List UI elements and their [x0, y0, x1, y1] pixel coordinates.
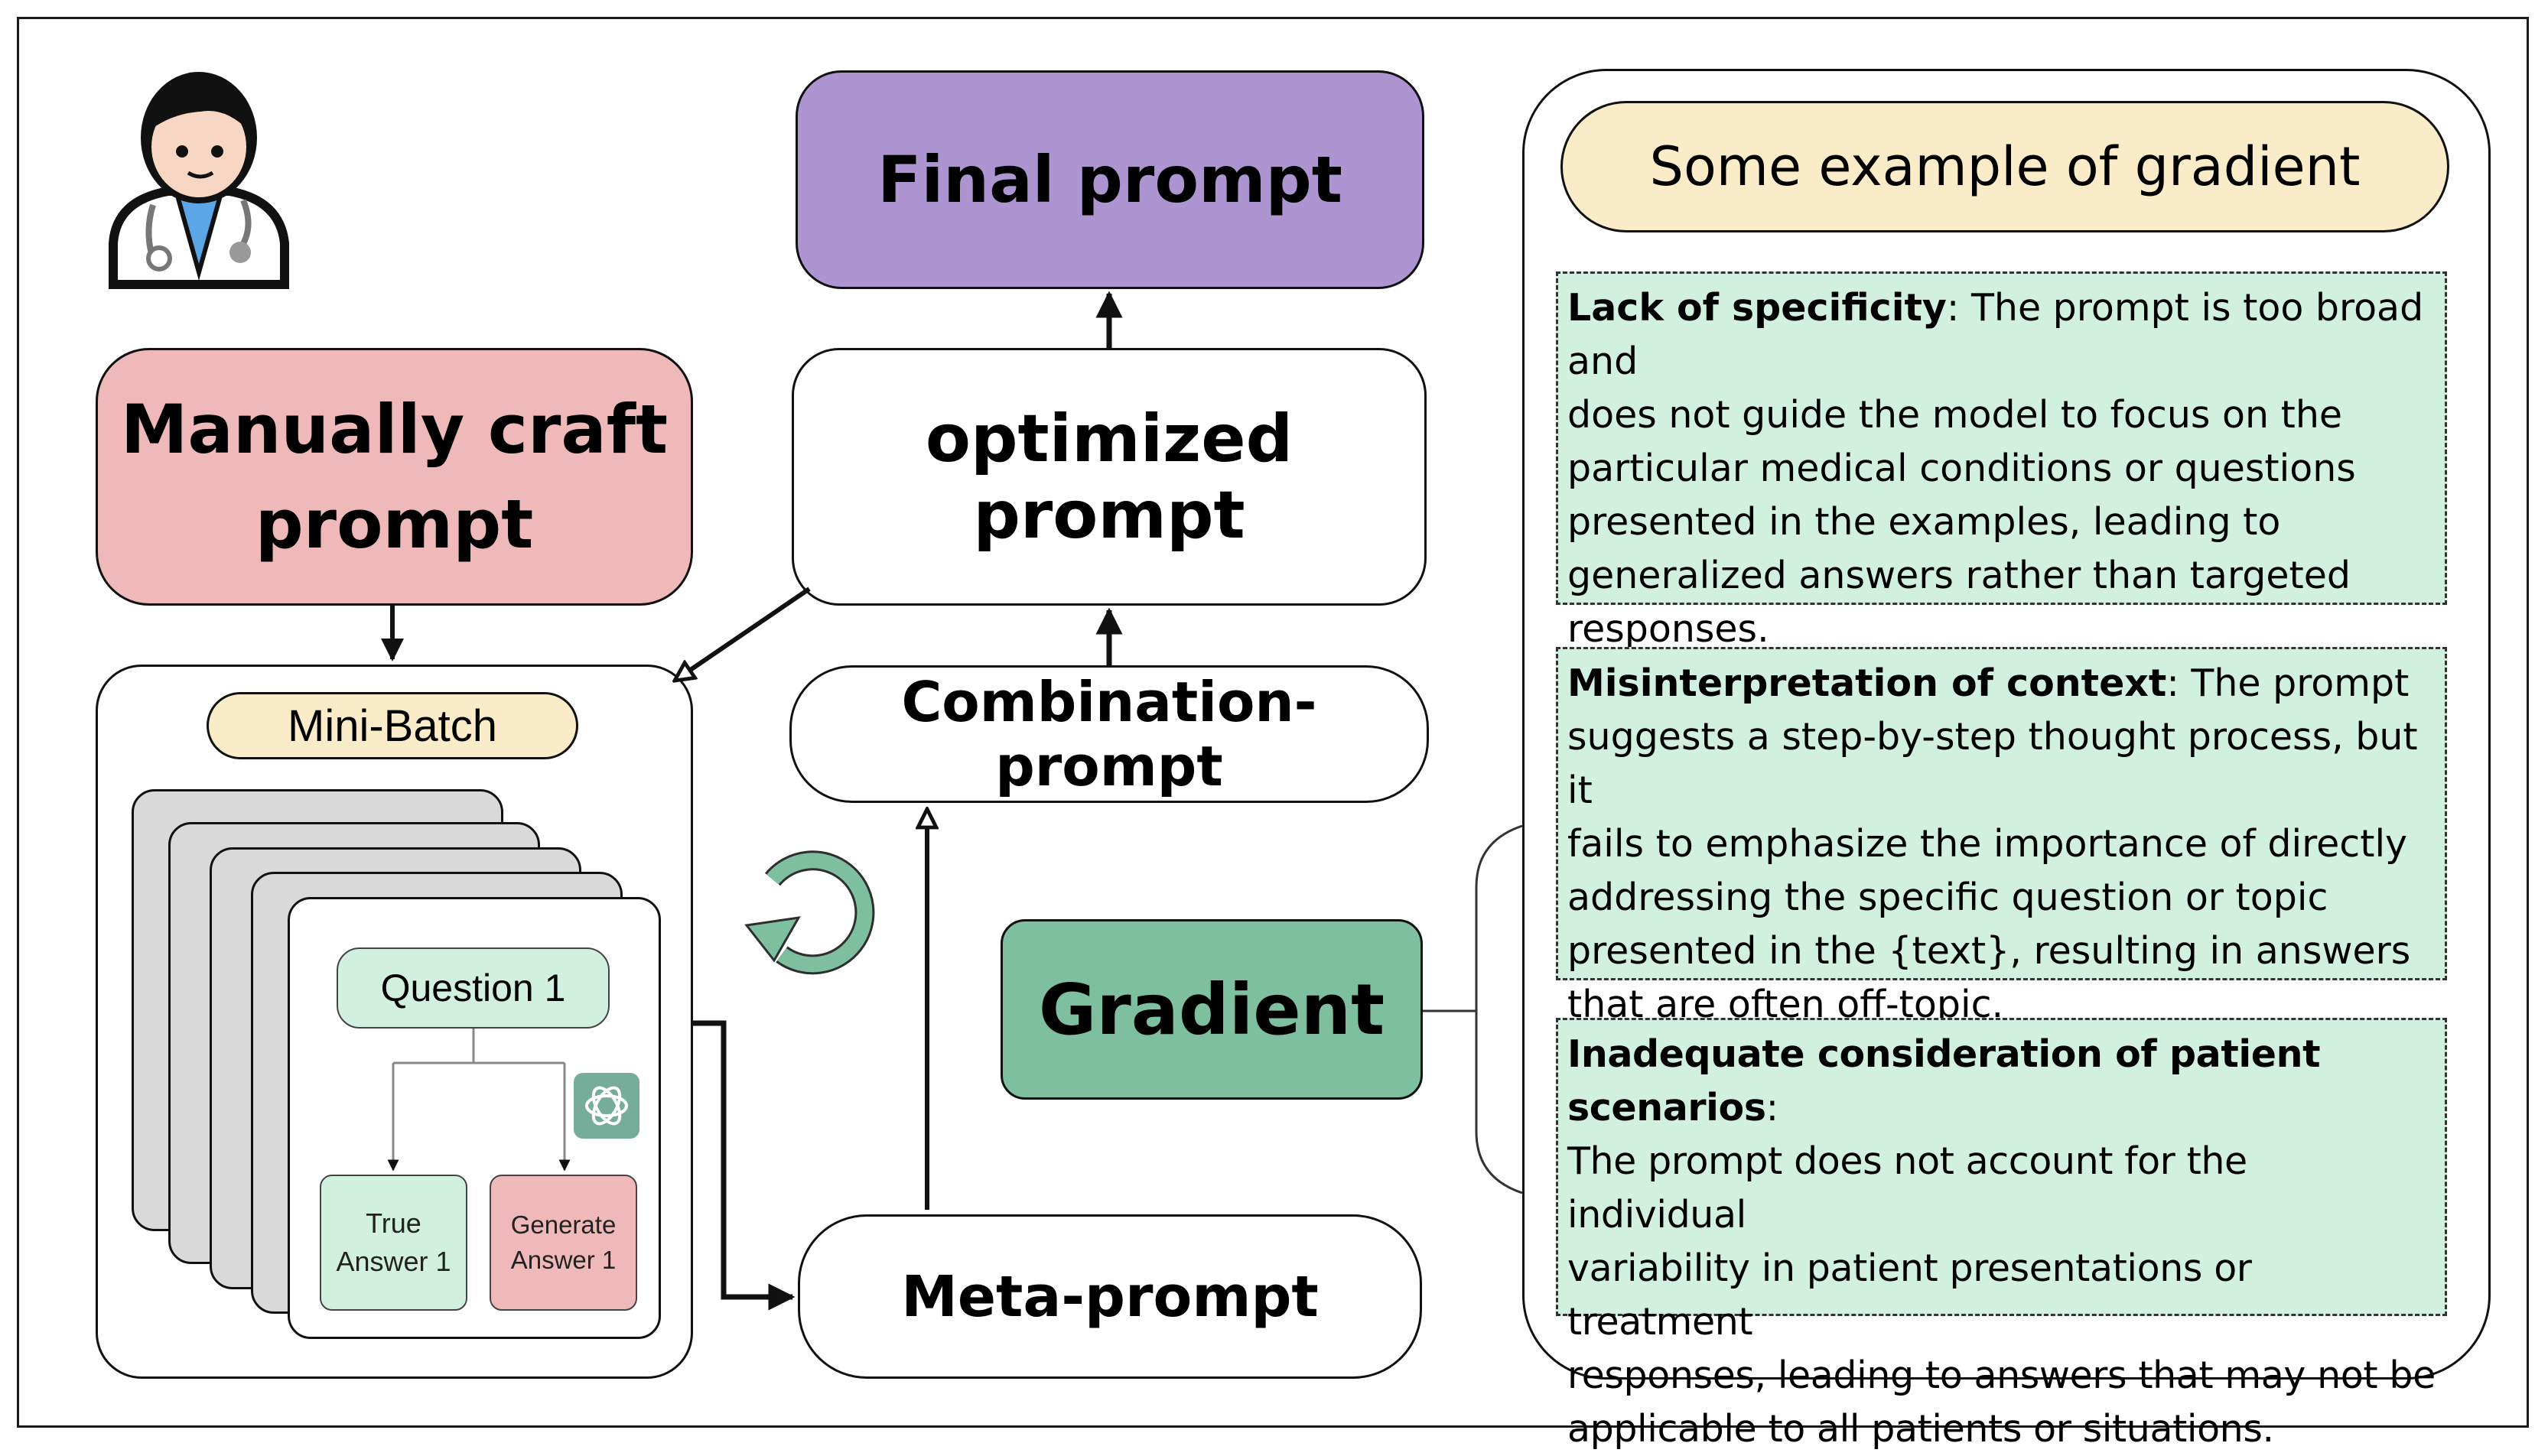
generate-answer-line2: Answer 1 [510, 1246, 617, 1274]
gradient-example-2: Misinterpretation of context: The prompt… [1556, 647, 2447, 1026]
meta-prompt-node: Meta-prompt [798, 1214, 1422, 1379]
final-prompt-label: Final prompt [877, 142, 1342, 217]
example-3-term: Inadequate consideration of patient scen… [1567, 1032, 2321, 1129]
doctor-icon [109, 72, 289, 289]
gradient-label: Gradient [1038, 968, 1385, 1051]
gradient-example-1: Lack of specificity: The prompt is too b… [1556, 271, 2447, 651]
generate-answer-line1: Generate [510, 1210, 617, 1239]
examples-title-box: Some example of gradient [1560, 101, 2449, 232]
true-answer-line2: Answer 1 [336, 1246, 451, 1277]
example-1-line: particular medical conditions or questio… [1567, 447, 2356, 490]
true-answer-line1: True [366, 1207, 421, 1239]
mini-batch-label: Mini-Batch [207, 692, 578, 759]
optimized-prompt-node: optimized prompt [792, 348, 1427, 606]
manual-prompt-node: Manually craft prompt [96, 348, 693, 606]
example-1-line: presented in the examples, leading to [1567, 500, 2281, 544]
example-3-line: variability in patient presentations or … [1567, 1246, 2252, 1344]
example-3-line: The prompt does not account for the indi… [1567, 1139, 2247, 1237]
true-answer-box: True Answer 1 [320, 1175, 467, 1311]
question-box: Question 1 [337, 947, 610, 1029]
combination-prompt-label: Combination-prompt [901, 670, 1317, 798]
example-3-line: responses, leading to answers that may n… [1567, 1354, 2436, 1397]
example-2-term: Misinterpretation of context [1567, 661, 2167, 705]
figure-frame [17, 17, 2529, 1428]
manual-prompt-label-line1: Manually craft [120, 390, 669, 470]
optimized-prompt-label: optimized prompt [925, 400, 1294, 554]
example-2-line: suggests a step-by-step thought process,… [1567, 715, 2418, 812]
example-2-line: addressing the specific question or topi… [1567, 876, 2328, 919]
example-1-line: does not guide the model to focus on the [1567, 393, 2343, 437]
example-1-line: responses. [1567, 607, 1769, 651]
chatgpt-logo-icon [574, 1073, 639, 1139]
meta-prompt-label: Meta-prompt [901, 1263, 1319, 1330]
example-2-line: fails to emphasize the importance of dir… [1567, 822, 2408, 866]
generate-answer-box: Generate Answer 1 [490, 1175, 637, 1311]
examples-title: Some example of gradient [1649, 135, 2361, 198]
example-2-line: : The prompt [2166, 661, 2410, 705]
example-1-line: : The prompt is too broad and [1567, 286, 2424, 383]
question-label: Question 1 [380, 967, 566, 1009]
example-3-line: : [1765, 1086, 1779, 1129]
example-2-line: presented in the {text}, resulting in an… [1567, 929, 2411, 973]
gradient-node: Gradient [1001, 919, 1423, 1100]
example-3-line: applicable to all patients or situations… [1567, 1407, 2274, 1451]
final-prompt-node: Final prompt [796, 70, 1424, 289]
example-1-line: generalized answers rather than targeted [1567, 554, 2351, 597]
manual-prompt-label-line2: prompt [255, 484, 534, 564]
mini-batch-label-text: Mini-Batch [288, 700, 497, 751]
combination-prompt-node: Combination-prompt [789, 665, 1429, 803]
example-1-term: Lack of specificity [1567, 286, 1947, 330]
gradient-example-3: Inadequate consideration of patient scen… [1556, 1018, 2447, 1451]
